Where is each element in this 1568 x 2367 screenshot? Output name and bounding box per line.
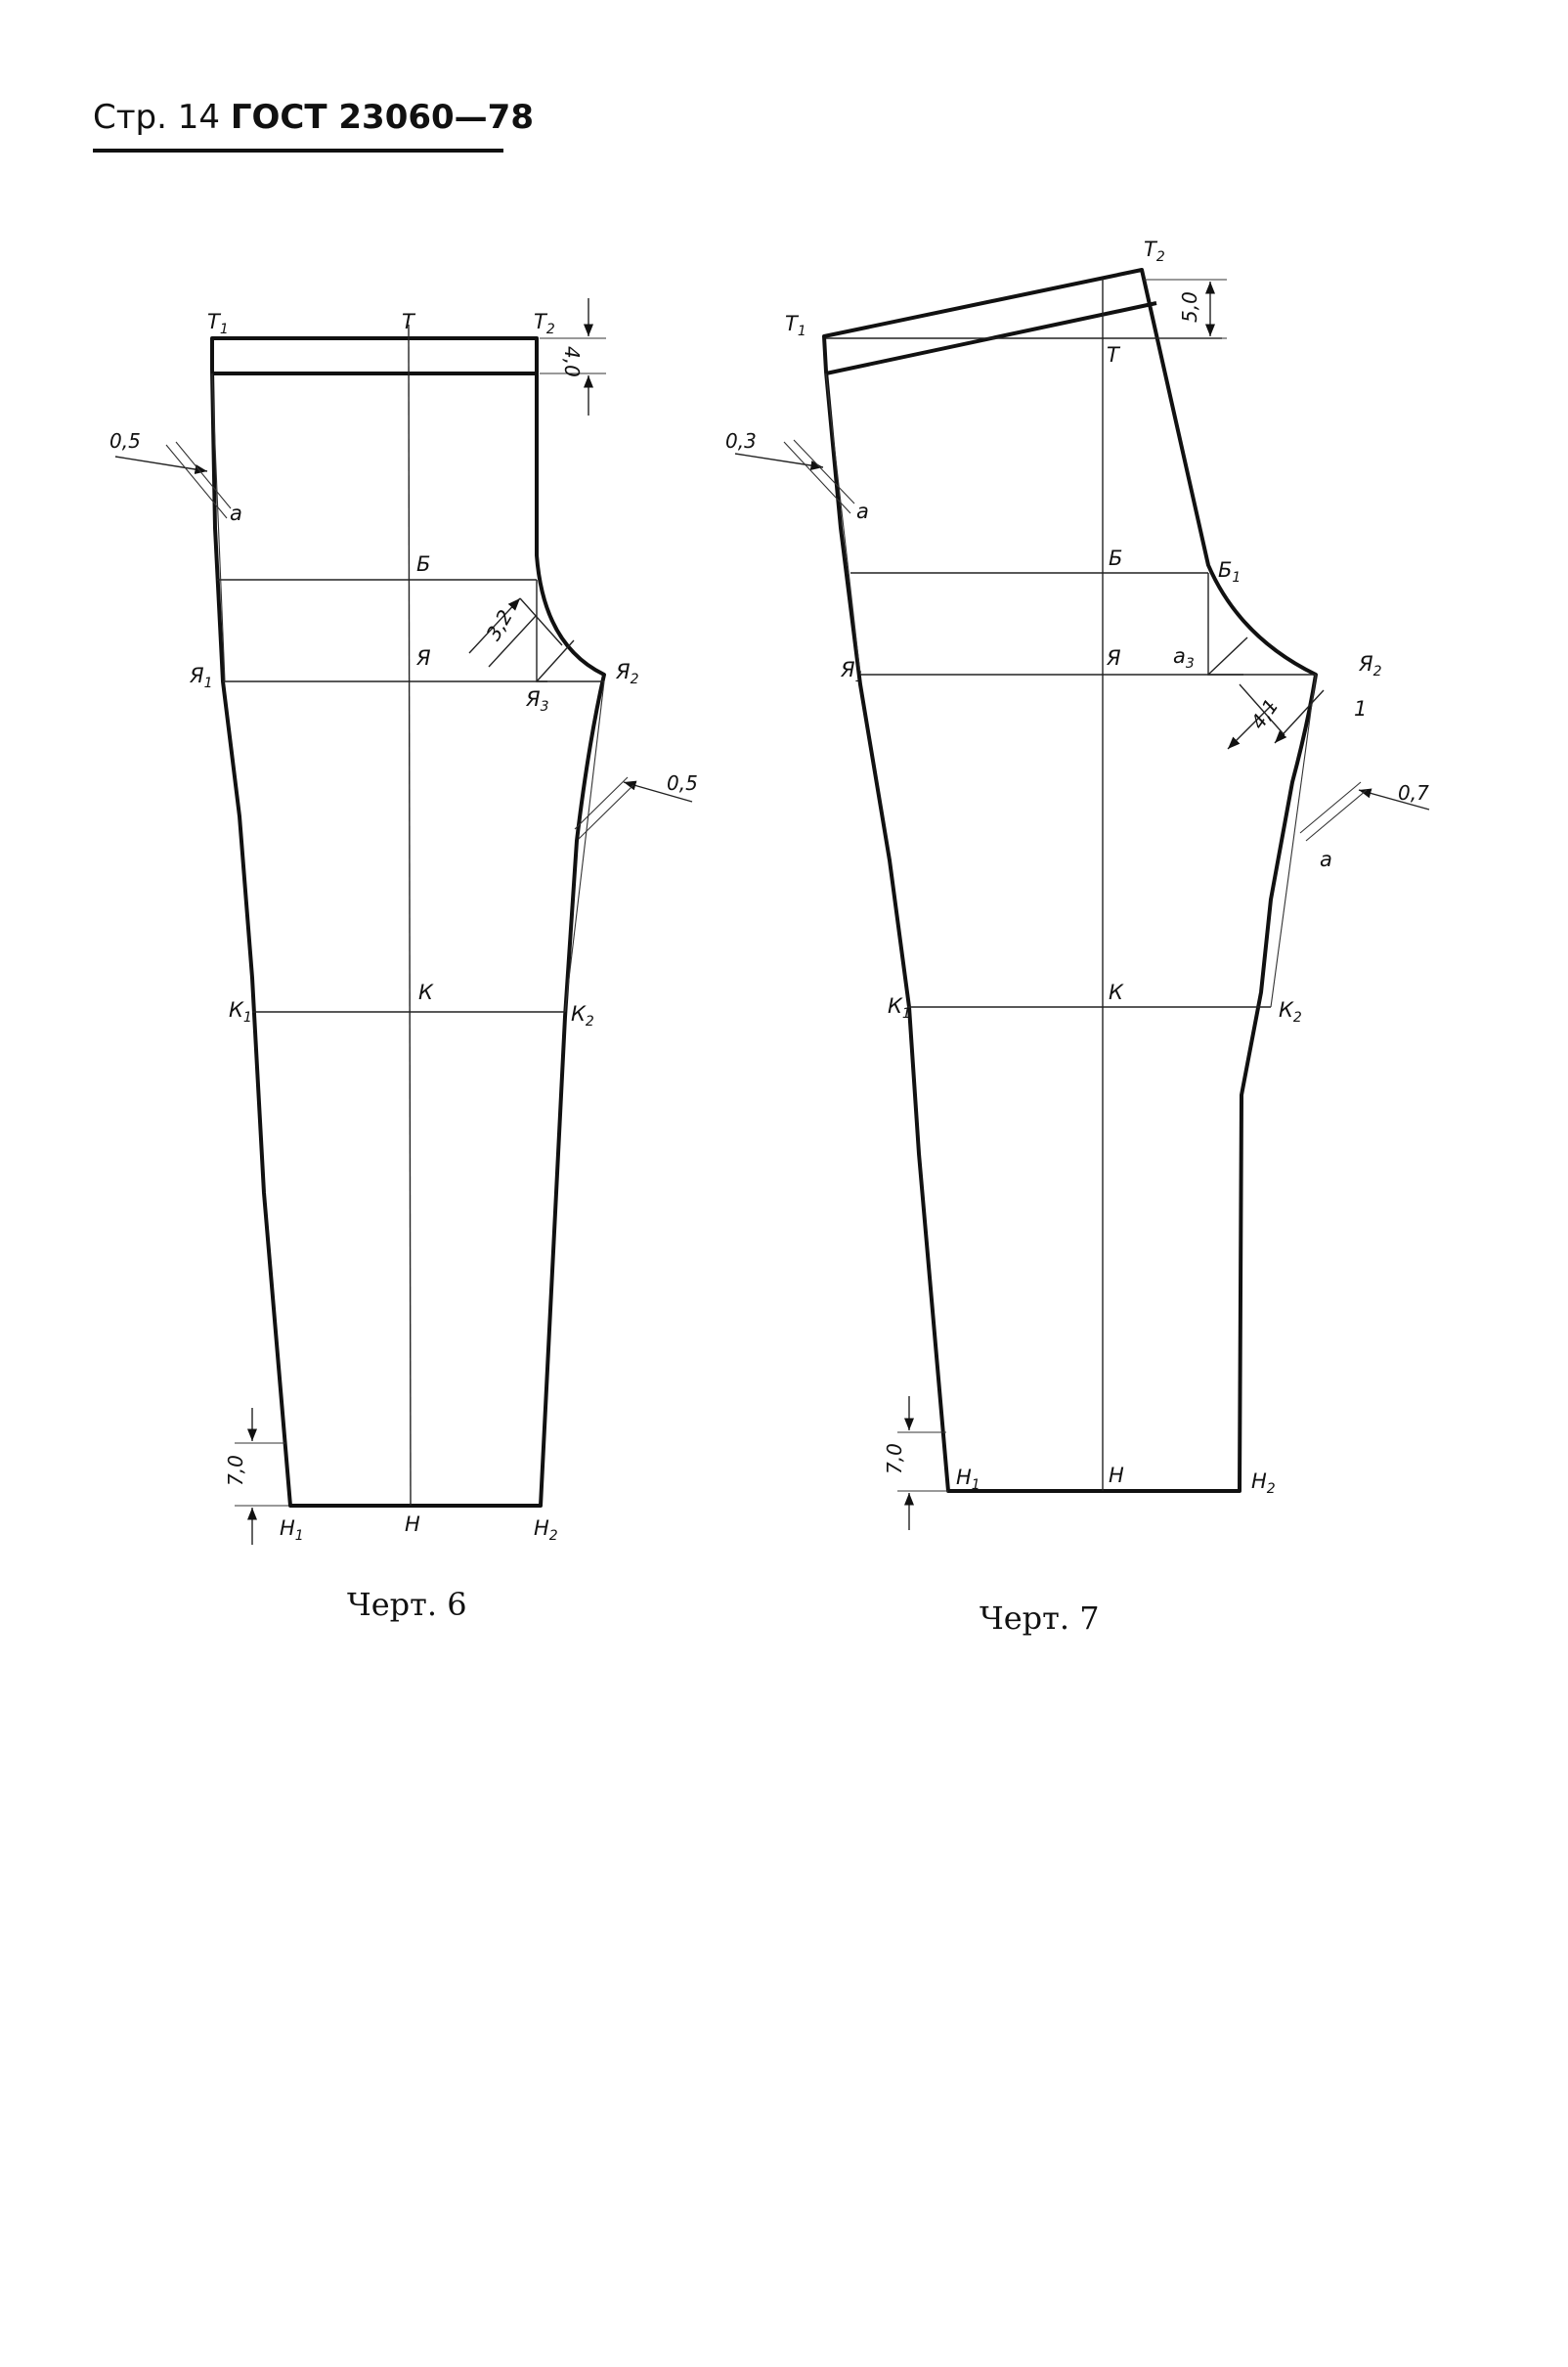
fig6-left-dim-line [114, 456, 208, 474]
fig6-dim-crotch: 3,2 [481, 606, 517, 645]
fig6-label-Ya2: Я2 [615, 660, 639, 687]
fig6-right-ext-1 [578, 784, 634, 840]
fig7-label-T: Т [1107, 343, 1121, 367]
fig7-label-T1: Т1 [785, 312, 806, 339]
fig7-dim-waist-rise: 5,0 [1178, 291, 1201, 323]
fig7-label-one: 1 [1354, 697, 1367, 721]
fig6-center-line [408, 324, 412, 1507]
fig6-label-a: а [230, 502, 242, 525]
fig7-left-ext-2 [793, 439, 855, 504]
figure-6: 0,5 0,5 3,2 4,0 7,0 Т1 Т Т2 а Б Я Я1 Я2 … [109, 298, 698, 1623]
fig6-caption: Черт. 6 [347, 1586, 467, 1623]
fig7-label-H1: Н1 [956, 1466, 980, 1493]
fig7-label-K1: К1 [888, 994, 911, 1022]
fig6-dim-hem: 7,0 [224, 1455, 247, 1486]
fig6-dim-left-offset: 0,5 [109, 429, 141, 453]
fig6-label-Ya1: Я1 [189, 664, 213, 691]
page-header: Стр. 14 ГОСТ 23060—78 [93, 98, 534, 137]
figure-7: 0,3 0,7 4,1 5,0 7,0 Т1 Т Т2 а а Б Б1 Я Я… [725, 238, 1430, 1637]
fig7-left-dim-line [734, 453, 824, 471]
fig7-right-ext-2 [1299, 781, 1362, 834]
fig6-right-dim-line [623, 780, 693, 803]
fig6-label-B: Б [416, 552, 430, 576]
fig6-right-ext-2 [574, 776, 629, 830]
fig6-dim-right-offset: 0,5 [667, 771, 698, 795]
fig7-leg-guide-left [825, 373, 861, 676]
fig7-label-a3: а3 [1173, 644, 1195, 672]
fig6-label-K1: К1 [229, 998, 252, 1026]
fig7-caption: Черт. 7 [980, 1600, 1100, 1637]
fig6-dim-waistband: 4,0 [560, 346, 584, 377]
fig7-crotch-dim-2 [1274, 689, 1325, 744]
fig7-label-Ya: Я [1106, 646, 1121, 670]
fig7-label-Ya2: Я2 [1358, 652, 1382, 679]
fig7-label-B: Б [1109, 547, 1122, 570]
fig6-label-H2: Н2 [534, 1516, 558, 1544]
page-number: Стр. 14 [93, 98, 221, 137]
fig7-right-dim-line [1358, 788, 1430, 811]
fig6-label-K2: К2 [571, 1002, 594, 1030]
fig7-crotch-bisector [1207, 636, 1248, 676]
fig7-label-T2: Т2 [1144, 238, 1165, 265]
fig7-label-B1: Б1 [1218, 558, 1241, 586]
fig6-outline [210, 336, 606, 1508]
fig6-label-Ya3: Я3 [525, 687, 549, 715]
fig6-leg-guide-right [564, 680, 605, 1013]
fig6-label-T1: Т1 [207, 310, 229, 337]
fig7-label-H: Н [1109, 1464, 1124, 1487]
fig7-label-Ya1: Я1 [840, 658, 864, 685]
fig7-label-a-right: а [1320, 848, 1332, 871]
fig6-label-K: К [418, 981, 434, 1004]
fig6-label-H1: Н1 [280, 1516, 304, 1544]
fig6-left-ext-1 [165, 444, 228, 519]
fig7-label-H2: Н2 [1251, 1469, 1276, 1497]
fig6-crotch-dim-3 [488, 615, 537, 668]
fig6-crotch-dim-1 [519, 597, 563, 646]
fig7-crotch-dim-1 [1239, 683, 1285, 736]
fig6-label-T2: Т2 [534, 310, 555, 337]
fig7-dim-right-offset: 0,7 [1398, 781, 1429, 805]
fig6-leg-guide-left [211, 373, 226, 682]
fig7-right-ext-1 [1305, 789, 1368, 842]
fig7-outline [822, 268, 1318, 1493]
fig7-label-a-left: а [856, 500, 869, 523]
fig7-left-ext-1 [783, 441, 851, 514]
fig7-dim-hem: 7,0 [883, 1443, 906, 1474]
fig7-crotch-guide [1207, 573, 1243, 676]
fig6-crotch-dim-2 [468, 597, 521, 654]
fig6-left-ext-2 [175, 441, 232, 509]
fig7-leg-guide-right [1270, 674, 1317, 1008]
header-rule [93, 149, 503, 153]
fig6-label-H: Н [405, 1512, 420, 1536]
fig6-label-Ya: Я [415, 646, 431, 670]
fig6-label-T: Т [402, 310, 416, 333]
standard-number: ГОСТ 23060—78 [230, 98, 534, 137]
fig7-label-K2: К2 [1279, 998, 1302, 1026]
fig7-dim-left-offset: 0,3 [725, 429, 757, 453]
fig7-crotch-dim-3 [1227, 703, 1274, 750]
fig6-crotch-bisector [536, 639, 575, 682]
fig7-label-K: К [1109, 981, 1124, 1004]
